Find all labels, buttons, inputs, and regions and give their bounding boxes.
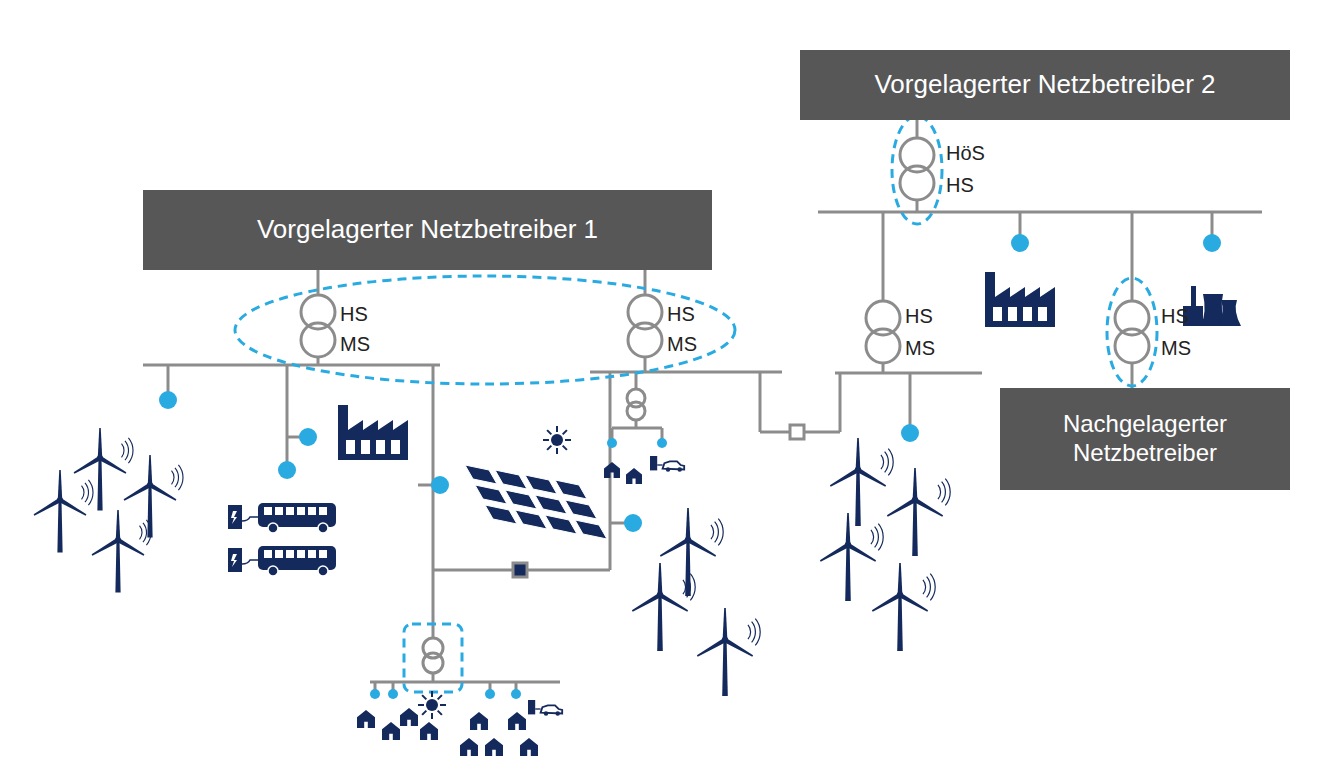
highlight-ellipse [1107, 278, 1157, 386]
grid-line [1131, 212, 1134, 301]
switch-symbol [790, 425, 804, 439]
e-bus-icon [228, 503, 336, 533]
transformer-symbol [423, 638, 443, 673]
transformer-symbol [301, 295, 335, 357]
connection-point [624, 514, 642, 532]
voltage-level: HS [667, 304, 695, 324]
ev-charger-icon [528, 700, 562, 716]
transformer-symbol [627, 389, 645, 420]
grid-line [916, 200, 919, 212]
operator-box: Vorgelagerter Netzbetreiber 2 [800, 50, 1290, 120]
wind-turbine-icon [73, 428, 133, 511]
factory-icon [338, 405, 408, 460]
voltage-level: HöS [946, 143, 985, 163]
highlight-ellipse [235, 276, 735, 384]
voltage-level: MS [905, 338, 935, 358]
house-icon [508, 712, 526, 730]
sun-icon [418, 691, 446, 719]
grid-line [527, 569, 610, 572]
wind-turbine-icon [631, 563, 695, 651]
connection-point [159, 391, 177, 409]
house-icon [460, 738, 478, 756]
highlight-ellipse [892, 116, 942, 224]
grid-line [759, 372, 762, 432]
voltage-level: MS [340, 334, 370, 354]
grid-line [515, 682, 518, 690]
connection-point [1203, 234, 1221, 252]
transformer-symbol [900, 138, 934, 200]
e-bus-icon [228, 546, 336, 576]
connection-point [607, 438, 617, 448]
house-icon [604, 462, 620, 478]
solar-park-icon [465, 465, 607, 539]
connection-point [431, 476, 449, 494]
grid-line [644, 357, 647, 372]
operator-name: Vorgelagerter Netzbetreiber 1 [257, 214, 598, 245]
grid-line [432, 365, 435, 638]
grid-line [392, 682, 395, 690]
grid-line [374, 682, 377, 690]
grid-line [1131, 363, 1134, 388]
grid-line [916, 120, 919, 138]
voltage-level: HS [946, 175, 974, 195]
house-icon [626, 468, 642, 484]
operator-name: Vorgelagerter Netzbetreiber 2 [874, 69, 1215, 100]
house-icon [520, 738, 538, 756]
grid-line [612, 427, 662, 430]
voltage-level: MS [667, 334, 697, 354]
grid-line [818, 211, 1262, 214]
grid-line [804, 431, 840, 434]
operator-box: Nachgelagerter Netzbetreiber [1000, 388, 1290, 490]
grid-line [644, 270, 647, 295]
connection-point [1011, 234, 1029, 252]
grid-line [839, 373, 842, 432]
transformer-symbol [866, 301, 900, 363]
voltage-level: HS [1161, 306, 1189, 326]
power-plant-icon [1183, 286, 1241, 326]
grid-line [590, 371, 782, 374]
grid-line [760, 431, 790, 434]
house-icon [382, 722, 400, 740]
wind-turbine-icon [123, 455, 183, 538]
wind-turbine-icon [829, 438, 893, 526]
house-icon [470, 712, 488, 730]
connection-point [657, 438, 667, 448]
factory-icon [985, 272, 1055, 327]
wind-turbine-icon [871, 563, 935, 651]
voltage-level: MS [1161, 338, 1191, 358]
connection-point [388, 689, 398, 699]
grid-line [286, 365, 289, 470]
wind-turbine-icon [33, 470, 93, 553]
wind-turbine-icon [819, 513, 883, 601]
connection-point [299, 428, 317, 446]
transformer-symbol [628, 295, 662, 357]
connection-point [485, 689, 495, 699]
house-icon [357, 710, 375, 728]
transformer-symbol [1115, 301, 1149, 363]
operator-box: Vorgelagerter Netzbetreiber 1 [143, 190, 712, 270]
voltage-level: HS [905, 306, 933, 326]
highlight-frame [404, 624, 462, 692]
grid-line [433, 569, 513, 572]
wind-turbine-icon [91, 510, 151, 593]
wind-turbine-icon [886, 468, 950, 556]
wind-turbine-icon [696, 608, 760, 696]
switch-symbol [513, 563, 527, 577]
house-icon [420, 722, 438, 740]
connection-point [901, 424, 919, 442]
grid-line [489, 682, 492, 690]
connection-point [278, 461, 296, 479]
wind-turbine-icon [659, 508, 723, 596]
grid-line [370, 681, 560, 684]
operator-name: Nachgelagerter Netzbetreiber [1040, 410, 1250, 468]
house-icon [485, 738, 503, 756]
connection-point [370, 689, 380, 699]
house-icon [400, 708, 418, 726]
voltage-level: HS [340, 304, 368, 324]
grid-line [882, 212, 885, 301]
sun-icon [543, 426, 571, 454]
ev-charger-icon [650, 456, 684, 472]
connection-point [511, 689, 521, 699]
